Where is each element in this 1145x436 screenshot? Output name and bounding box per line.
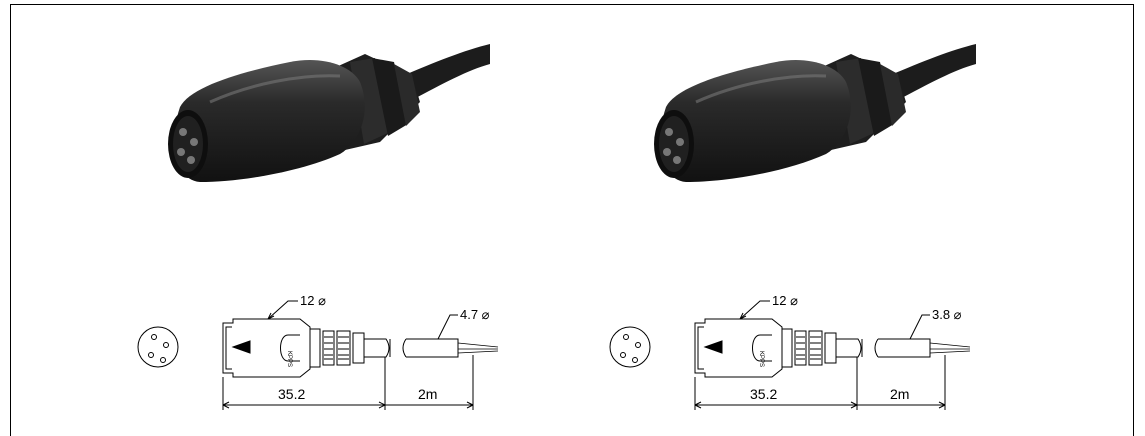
- pin-dot: [623, 334, 629, 340]
- pin-face-view: [137, 326, 179, 368]
- pin-hole: [190, 138, 198, 146]
- connector-photo-left: [168, 44, 490, 182]
- pin-hole: [179, 128, 187, 136]
- pin-dot: [163, 342, 169, 348]
- pin-dot: [160, 357, 166, 363]
- label-diameter-body: 12 ⌀: [772, 293, 798, 308]
- label-diameter-body: 12 ⌀: [300, 293, 326, 308]
- pin-hole: [673, 156, 681, 164]
- pin-hole: [187, 156, 195, 164]
- label-length-cable: 2m: [418, 386, 437, 402]
- brand-mark: KPPS: [758, 351, 764, 367]
- pin-dot: [635, 342, 641, 348]
- label-diameter-cable: 3.8 ⌀: [932, 307, 962, 322]
- pin-dot: [620, 352, 626, 358]
- pin-dot: [151, 334, 157, 340]
- pin-hole: [663, 148, 671, 156]
- pin-dot: [632, 357, 638, 363]
- label-length-connector: 35.2: [750, 386, 777, 402]
- pin-hole: [676, 138, 684, 146]
- technical-drawing-right: 12 ⌀ 3.8 ⌀ 35.2 2m KPPS: [609, 293, 971, 410]
- technical-drawing-left: 12 ⌀ 4.7 ⌀ 35.2 2m KPPS: [137, 293, 499, 410]
- pin-face-view: [609, 326, 651, 368]
- connector-photo-right: [654, 44, 976, 182]
- pin-hole: [177, 148, 185, 156]
- pin-hole: [665, 128, 673, 136]
- label-length-cable: 2m: [890, 386, 909, 402]
- frame-border: [10, 4, 1134, 436]
- label-diameter-cable: 4.7 ⌀: [460, 307, 490, 322]
- label-length-connector: 35.2: [278, 386, 305, 402]
- brand-mark: KPPS: [286, 351, 292, 367]
- pin-dot: [148, 352, 154, 358]
